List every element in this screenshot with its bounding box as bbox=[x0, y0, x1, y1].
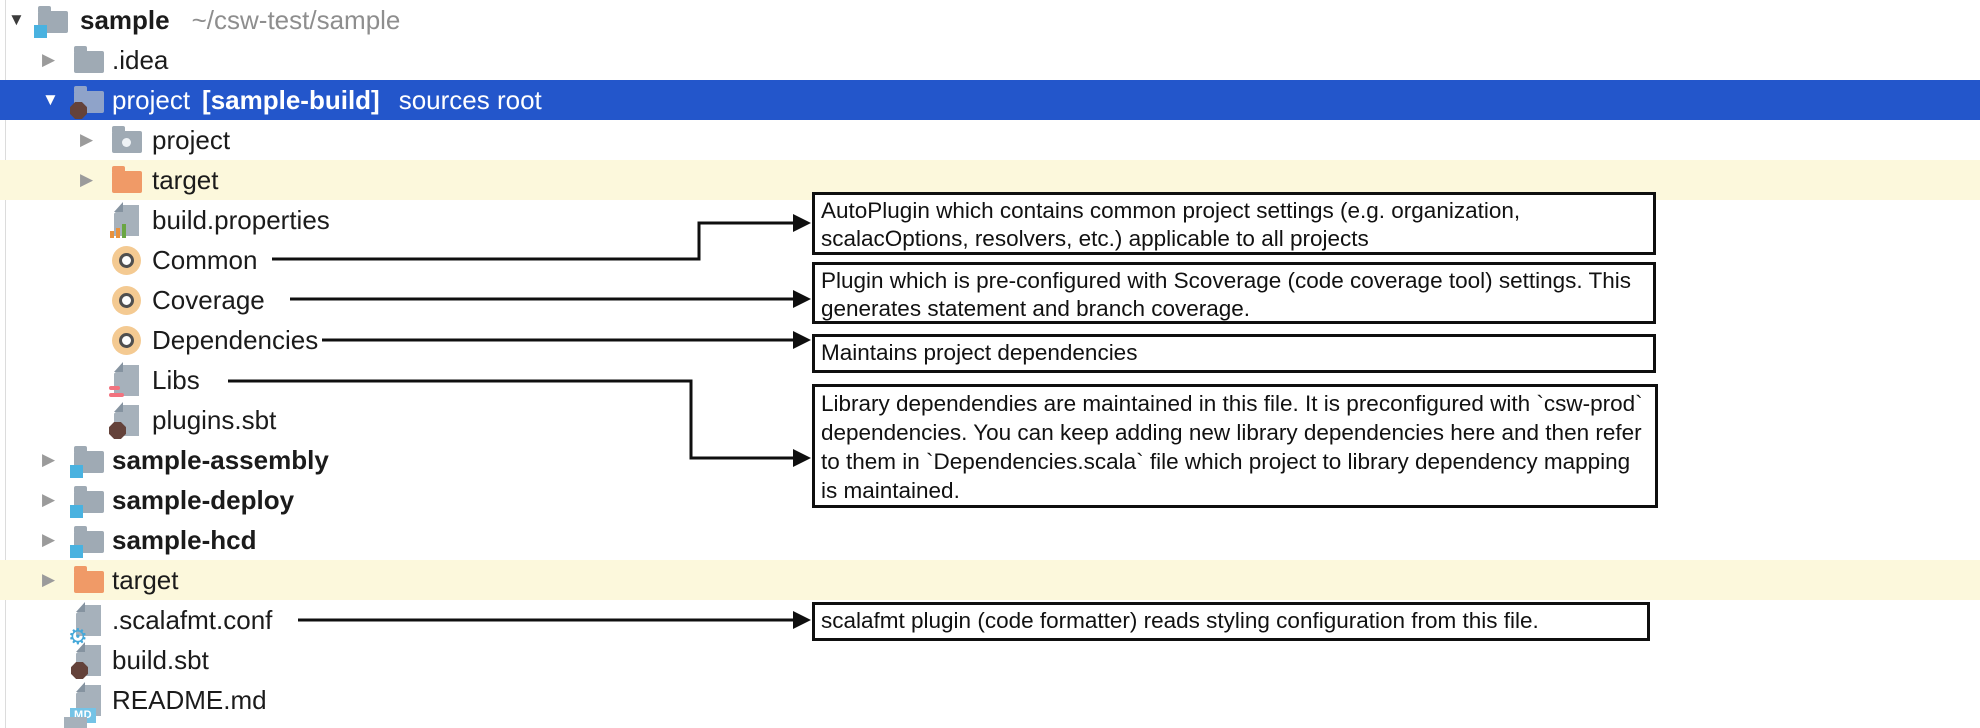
tree-item-label: Coverage bbox=[152, 285, 265, 315]
target-folder-icon bbox=[74, 560, 106, 600]
markdown-file-icon: MD bbox=[70, 680, 106, 723]
tree-item-label: sample-hcd bbox=[112, 525, 257, 555]
tree-row-sample[interactable]: ▼ sample~/csw-test/sample bbox=[0, 0, 1980, 40]
tree-item-label: build.properties bbox=[152, 205, 330, 235]
scala-object-icon bbox=[112, 320, 144, 360]
tree-item-label: sample~/csw-test/sample bbox=[80, 5, 401, 35]
tree-row-dependencies[interactable]: Dependencies bbox=[0, 320, 1980, 360]
annotation-box-coverage: Plugin which is pre-configured with Scov… bbox=[812, 262, 1656, 324]
config-file-icon: ⚙ bbox=[68, 600, 106, 648]
expanded-arrow-icon[interactable]: ▼ bbox=[42, 90, 59, 109]
annotation-box-libs: Library dependendies are maintained in t… bbox=[812, 384, 1658, 508]
excluded-folder-icon bbox=[112, 120, 144, 160]
collapsed-arrow-icon[interactable]: ▶ bbox=[42, 570, 56, 589]
scala-file-icon bbox=[109, 360, 144, 400]
tree-item-label: project bbox=[152, 125, 231, 155]
tree-item-label: plugins.sbt bbox=[152, 405, 277, 435]
module-folder-icon bbox=[70, 520, 106, 560]
collapsed-arrow-icon[interactable]: ▶ bbox=[42, 50, 56, 69]
sbt-file-icon bbox=[71, 640, 106, 680]
tree-row-build-properties[interactable]: build.properties bbox=[0, 200, 1980, 240]
tree-row-build-sbt[interactable]: build.sbt bbox=[0, 640, 1980, 680]
module-folder-icon bbox=[34, 0, 70, 40]
sbt-file-icon bbox=[109, 400, 144, 440]
tree-item-label: target bbox=[152, 165, 219, 195]
tree-item-label: build.sbt bbox=[112, 645, 209, 675]
project-path: ~/csw-test/sample bbox=[191, 5, 401, 35]
annotation-box-scalafmt: scalafmt plugin (code formatter) reads s… bbox=[812, 602, 1650, 641]
collapsed-arrow-icon[interactable]: ▶ bbox=[80, 130, 94, 149]
collapsed-arrow-icon[interactable]: ▶ bbox=[80, 170, 94, 189]
tree-item-label: README.md bbox=[112, 685, 267, 715]
folder-icon bbox=[74, 40, 106, 80]
tree-row-sample-deploy[interactable]: ▶ sample-deploy bbox=[0, 480, 1980, 520]
target-folder-icon bbox=[112, 160, 144, 200]
tree-row-idea[interactable]: ▶ .idea bbox=[0, 40, 1980, 80]
module-folder-icon bbox=[70, 480, 106, 520]
tree-item-label: Dependencies bbox=[152, 325, 319, 355]
tree-row-scalafmt-conf[interactable]: ⚙ .scalafmt.conf bbox=[0, 600, 1980, 648]
tree-row-target-2[interactable]: ▶ target bbox=[0, 560, 1980, 600]
scala-object-icon bbox=[112, 240, 144, 280]
tree-item-label: .idea bbox=[112, 45, 169, 75]
expanded-arrow-icon[interactable]: ▼ bbox=[8, 10, 25, 29]
partial-next-row-icon bbox=[64, 717, 87, 728]
tree-item-label: sample-assembly bbox=[112, 445, 329, 475]
tree-row-sample-hcd[interactable]: ▶ sample-hcd bbox=[0, 520, 1980, 560]
tree-item-label: sample-deploy bbox=[112, 485, 295, 515]
tree-row-coverage[interactable]: Coverage bbox=[0, 280, 1980, 320]
collapsed-arrow-icon[interactable]: ▶ bbox=[42, 450, 56, 469]
tree-row-readme-md[interactable]: MD README.md bbox=[0, 680, 1980, 723]
module-tag: [sample-build] bbox=[202, 85, 380, 115]
tree-item-label: project[sample-build]sources root bbox=[112, 85, 542, 115]
tree-item-label: .scalafmt.conf bbox=[112, 605, 273, 635]
tree-item-label: target bbox=[112, 565, 179, 595]
scala-object-icon bbox=[112, 280, 144, 320]
properties-file-icon bbox=[110, 200, 144, 240]
sources-root-suffix: sources root bbox=[398, 85, 542, 115]
tree-item-label: Common bbox=[152, 245, 258, 275]
module-folder-icon bbox=[70, 440, 106, 480]
tree-row-project[interactable]: ▶ project bbox=[0, 120, 1980, 160]
panel-left-border bbox=[5, 0, 6, 728]
annotation-box-dependencies: Maintains project dependencies bbox=[812, 334, 1656, 373]
collapsed-arrow-icon[interactable]: ▶ bbox=[42, 530, 56, 549]
tree-row-project-build[interactable]: ▼ project[sample-build]sources root bbox=[0, 80, 1980, 120]
sbt-module-folder-icon bbox=[70, 80, 106, 120]
collapsed-arrow-icon[interactable]: ▶ bbox=[42, 490, 56, 509]
tree-row-common[interactable]: Common bbox=[0, 240, 1980, 280]
tree-row-libs[interactable]: Libs bbox=[0, 360, 1980, 400]
tree-item-label: Libs bbox=[152, 365, 200, 395]
annotation-box-common: AutoPlugin which contains common project… bbox=[812, 192, 1656, 255]
